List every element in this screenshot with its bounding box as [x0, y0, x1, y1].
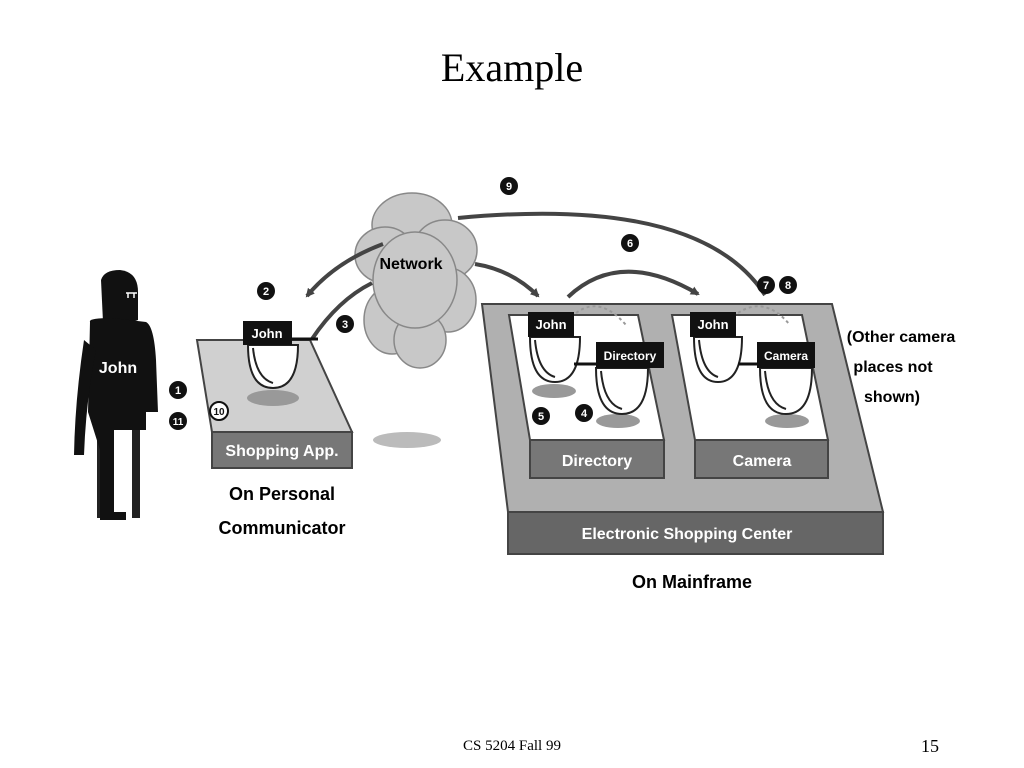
agent-john-camera: John — [690, 312, 744, 384]
slide-footer: CS 5204 Fall 99 — [463, 738, 561, 754]
step-badge-7: 7 — [757, 276, 775, 294]
slide-title: Example — [440, 45, 584, 90]
personal-communicator-caption-line2: Communicator — [218, 518, 345, 538]
agent-shadow — [247, 390, 299, 406]
note-line1: (Other camera — [847, 329, 956, 346]
agent-label: John — [535, 317, 566, 332]
step-badge-10: 10 — [209, 401, 229, 421]
svg-text:5: 5 — [538, 411, 544, 423]
agent-connection-dashes — [575, 305, 791, 326]
agent-label: John — [697, 317, 728, 332]
arrow-network-to-directory — [474, 262, 540, 298]
agent-label: John — [251, 326, 282, 341]
svg-text:4: 4 — [581, 408, 588, 420]
arrow-network-to-communicator — [305, 242, 384, 298]
svg-text:1: 1 — [175, 385, 181, 397]
arrow-directory-to-camera — [566, 269, 700, 299]
step-badge-6: 6 — [621, 234, 639, 252]
message-arrows — [305, 211, 767, 341]
svg-text:7: 7 — [763, 280, 769, 292]
step-badge-3: 3 — [336, 315, 354, 333]
step-badge-2: 2 — [257, 282, 275, 300]
person-label: John — [99, 360, 137, 377]
network-label: Network — [379, 256, 442, 273]
agent-directory: Directory — [574, 342, 664, 416]
agent-john-communicator: John — [243, 321, 318, 390]
arrow-camera-to-network — [457, 211, 767, 297]
svg-text:9: 9 — [506, 181, 512, 193]
svg-text:3: 3 — [342, 319, 348, 331]
shopping-app-label: Shopping App. — [225, 443, 338, 460]
personal-communicator-caption-line1: On Personal — [229, 484, 335, 504]
network-cloud: Network — [354, 192, 478, 369]
svg-text:10: 10 — [213, 407, 225, 418]
step-badge-11: 11 — [169, 412, 187, 430]
agent-camera: Camera — [738, 342, 815, 416]
directory-place-label: Directory — [562, 453, 632, 470]
person-john: John — [74, 270, 158, 520]
agent-shadow — [373, 432, 441, 448]
arrow-communicator-to-network — [310, 281, 373, 341]
note-line3: shown) — [864, 389, 920, 406]
step-badge-1: 1 — [169, 381, 187, 399]
note-line2: places not — [853, 359, 933, 376]
step-badge-5: 5 — [532, 407, 550, 425]
svg-text:2: 2 — [263, 286, 269, 298]
svg-text:8: 8 — [785, 280, 791, 292]
page-number: 15 — [921, 736, 939, 756]
agent-label: Camera — [764, 349, 808, 363]
agent-shadow — [532, 384, 576, 398]
svg-text:11: 11 — [173, 417, 184, 428]
mainframe-caption: On Mainframe — [632, 572, 752, 592]
step-badge-9: 9 — [500, 177, 518, 195]
svg-text:6: 6 — [627, 238, 633, 250]
agent-shadow — [765, 414, 809, 428]
agent-label: Directory — [604, 349, 657, 363]
step-badge-8: 8 — [779, 276, 797, 294]
agent-shadow — [596, 414, 640, 428]
agent-john-directory: John — [528, 312, 582, 384]
step-badge-4: 4 — [575, 404, 593, 422]
shopping-center-label: Electronic Shopping Center — [582, 526, 793, 543]
camera-place-label: Camera — [733, 453, 792, 470]
